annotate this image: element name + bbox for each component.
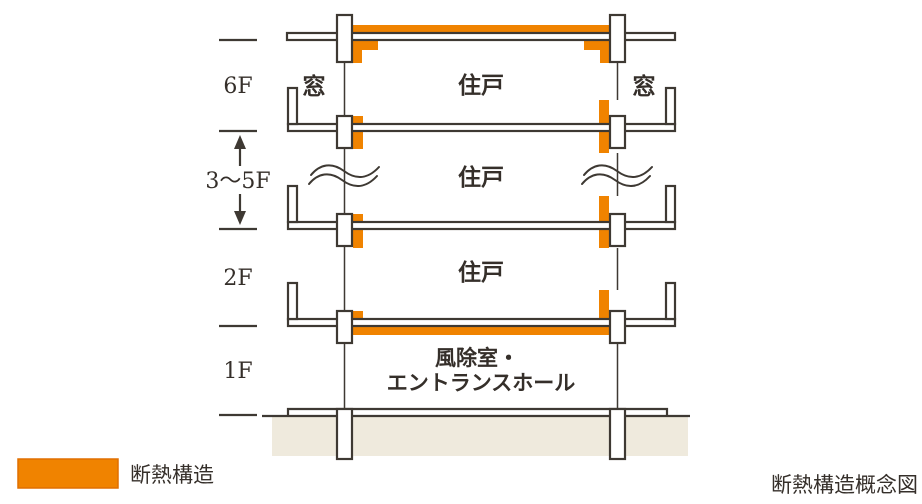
head-insulation-left-6f [353,131,363,149]
wall-stub-right-6f [608,114,627,150]
roof-slab [285,31,677,42]
break-marks [308,164,653,187]
foundation-pier-left [335,407,354,461]
foundation-pier-right [608,407,627,461]
dwelling-label-6f: 住戸 [458,72,504,99]
ground-foundation [262,407,690,461]
sill-insulation-left-2f [353,311,363,319]
sill-insulation-left-6f [353,116,363,124]
insulation-layer [352,25,610,335]
roof-insulation-strip [352,25,610,33]
floor-label-6f: 6F [223,74,252,99]
railing-right-6f [664,86,677,126]
wall-stub-right-2f [608,309,627,345]
room-labels: 窓 窓 住戸 住戸 住戸 風除室・ エントランスホール [303,72,656,395]
head-insulation-right-6f [599,131,609,153]
arrow-up-head-icon [234,135,246,149]
floor-label-1f: 1F [223,359,252,384]
floor-slabs [285,31,677,328]
parapet-right [608,13,627,64]
break-wave-left-upper [310,164,380,178]
balcony-railings [286,86,677,321]
floor-label-35f: 3～5F [205,169,270,194]
railing-left-2f [286,281,299,321]
slab-2f [286,317,677,328]
break-wave-right-lower [581,173,651,187]
head-insulation-left-35f [353,229,363,248]
roof-corner-insulation-right [584,40,610,63]
window-label-left: 窓 [303,73,326,100]
legend-label: 断熱構造 [130,463,214,487]
slab-6f [286,122,677,133]
slab-35f [286,220,677,231]
entrance-label-line1: 風除室・ [435,345,519,370]
legend-swatch [17,458,119,489]
arrow-down-head-icon [234,211,246,225]
sill-insulation-left-35f [353,214,363,222]
railing-right-2f [664,281,677,321]
first-floor-slab-line [286,407,669,416]
head-insulation-right-35f [599,229,609,248]
dwelling-label-2f: 住戸 [458,259,504,286]
parapet-left [335,13,354,64]
columns [335,13,627,345]
railing-left-35f [286,184,299,224]
sill-insulation-right-2f [599,290,609,319]
sill-insulation-right-35f [599,196,609,222]
dwelling-label-35f: 住戸 [458,164,504,191]
wall-stub-left-2f [335,309,354,345]
entrance-label-line2: エントランスホール [387,370,576,395]
wall-stub-right-35f [608,212,627,248]
diagram-caption: 断熱構造概念図 [771,473,918,497]
break-wave-left-lower [308,173,378,187]
legend: 断熱構造 [17,458,214,489]
floor-axis: 6F 3～5F 2F 1F [205,38,271,417]
wall-stub-left-35f [335,212,354,248]
wall-stub-left-6f [335,114,354,150]
roof-corner-insulation-left [352,40,378,63]
railing-right-35f [664,184,677,224]
break-wave-right-upper [583,164,653,178]
entrance-ceiling-insulation [352,326,609,335]
sill-insulation-right-6f [599,100,609,124]
railing-left-6f [286,86,299,126]
floor-label-2f: 2F [223,266,252,291]
window-label-right: 窓 [633,73,656,100]
